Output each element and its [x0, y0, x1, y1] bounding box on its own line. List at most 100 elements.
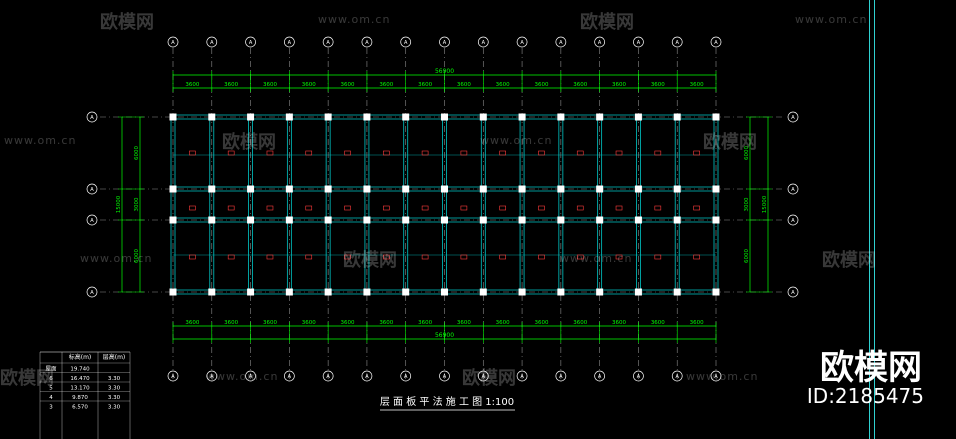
column — [441, 288, 448, 296]
column — [596, 216, 604, 224]
grid-bubble — [594, 36, 605, 48]
slab-tag — [576, 205, 584, 211]
column — [441, 113, 448, 121]
drawing-title: 层 面 板 平 法 施 工 图 1:100 — [380, 395, 514, 408]
slab-tag — [227, 254, 235, 260]
watermark-brand: 欧模网 — [343, 250, 397, 271]
column — [518, 288, 526, 296]
grid-bubble-label: A — [404, 374, 408, 380]
slab-tag — [266, 254, 274, 260]
column — [169, 216, 177, 224]
slab-tag — [654, 150, 662, 156]
grid-bubble — [361, 370, 373, 382]
grid-bubble — [594, 370, 605, 382]
dimension-label: 3600 — [302, 320, 316, 326]
grid-bubble-label: A — [326, 40, 330, 46]
grid-bubble — [167, 370, 179, 382]
column — [479, 113, 487, 121]
column — [596, 185, 604, 193]
column — [402, 288, 410, 296]
column — [285, 113, 293, 121]
column — [169, 288, 177, 296]
column — [441, 185, 448, 193]
grid-bubble-label: A — [791, 115, 795, 121]
grid-bubble-label: A — [365, 40, 369, 46]
column — [634, 185, 642, 193]
table-cell: 3.30 — [108, 386, 121, 392]
column — [634, 216, 642, 224]
grid-bubble — [86, 111, 98, 123]
table-header: 标高(m) — [69, 353, 92, 361]
corner-id: ID:2185475 — [806, 384, 924, 408]
slab-tag — [460, 205, 468, 211]
corner-brand: 欧模网 — [820, 348, 922, 388]
column — [285, 288, 293, 296]
grid-bubble-label: A — [171, 374, 175, 380]
slab-tag — [383, 150, 390, 156]
slab-tag — [344, 254, 351, 260]
grid-bubble — [245, 370, 256, 382]
watermark-brand: 欧模网 — [222, 132, 276, 153]
grid-bubble-label: A — [637, 374, 641, 380]
watermark-url: www.om.cn — [318, 13, 391, 26]
slab-tag — [499, 205, 506, 211]
grid-bubble — [167, 36, 179, 48]
grid-bubble-label: A — [520, 40, 524, 46]
slab-tag — [344, 150, 351, 156]
slab-tag — [227, 150, 235, 156]
slab-tag — [421, 205, 429, 211]
slab-tag — [421, 150, 429, 156]
column — [712, 113, 720, 121]
dimension-total: 15000 — [116, 195, 122, 213]
column — [518, 216, 526, 224]
column — [363, 216, 371, 224]
grid-bubble-label: A — [210, 40, 214, 46]
grid-bubble — [671, 370, 683, 382]
dimension-label: 3600 — [690, 320, 704, 326]
column — [208, 185, 216, 193]
watermark-url: www.om.cn — [4, 134, 77, 147]
dimension-label: 6000 — [744, 146, 750, 160]
grid-bubble-label: A — [791, 187, 795, 193]
grid-bubble — [516, 370, 528, 382]
watermark-url: www.om.cn — [80, 252, 153, 265]
column — [247, 113, 255, 121]
column — [634, 113, 642, 121]
grid-bubble-label: A — [714, 40, 718, 46]
slab-tag — [615, 150, 623, 156]
columns — [169, 113, 720, 296]
column — [557, 288, 565, 296]
column — [402, 185, 410, 193]
table-cell: 3.30 — [108, 395, 121, 401]
dimension-label: 3600 — [573, 320, 587, 326]
grid-bubble-label: A — [520, 374, 524, 380]
column — [479, 288, 487, 296]
watermark-url: www.om.cn — [480, 134, 553, 147]
grid-bubble-label: A — [482, 374, 486, 380]
table-header: 层高(m) — [103, 353, 126, 361]
column — [712, 288, 720, 296]
column — [324, 113, 332, 121]
dimension-label: 3600 — [612, 320, 626, 326]
column — [285, 185, 293, 193]
watermark-brand: 欧模网 — [822, 250, 876, 271]
column — [557, 216, 565, 224]
grid-bubble — [400, 370, 412, 382]
grid-bubble-label: A — [598, 40, 602, 46]
slab-tag — [460, 254, 468, 260]
table-cell: 3 — [49, 405, 53, 411]
column — [557, 185, 565, 193]
grid-bubble-label: A — [288, 40, 292, 46]
border-line — [869, 0, 870, 439]
grid-bubble — [787, 214, 799, 226]
slab-tag — [344, 205, 351, 211]
watermark-brand: 欧模网 — [0, 368, 54, 389]
grid-bubble — [671, 36, 683, 48]
slab-tag — [189, 205, 196, 211]
column — [363, 288, 371, 296]
dimension-label: 3600 — [185, 82, 199, 88]
column — [673, 113, 681, 121]
grid-bubble — [361, 36, 373, 48]
dimension-label: 6000 — [134, 249, 140, 263]
